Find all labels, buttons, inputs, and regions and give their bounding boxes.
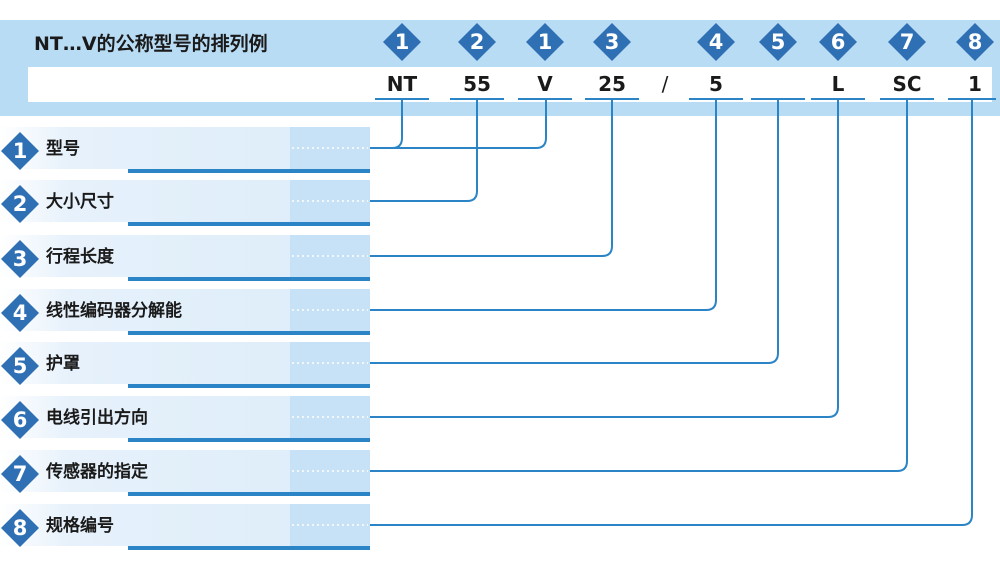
code-size: 55 <box>463 72 491 96</box>
item-row-cable-direction <box>0 396 290 438</box>
item-label-model: 型号 <box>46 139 80 159</box>
code-diamond-1b: 1 <box>525 22 565 62</box>
item-row-underline <box>128 277 370 281</box>
code-diamond-7: 7 <box>887 22 927 62</box>
code-sensor: SC <box>892 72 922 96</box>
item-diamond-3: 3 <box>0 239 40 279</box>
item-diamond-5: 5 <box>0 346 40 386</box>
item-row-underline <box>128 492 370 496</box>
item-label-sensor: 传感器的指定 <box>46 462 148 482</box>
code-underline <box>948 98 996 100</box>
item-label-encoder: 线性编码器分解能 <box>46 301 182 321</box>
code-diamond-8: 8 <box>955 22 995 62</box>
item-row-encoder <box>0 289 290 331</box>
code-strip <box>28 67 992 102</box>
code-diamond-3: 3 <box>592 22 632 62</box>
item-diamond-7: 7 <box>0 454 40 494</box>
code-underline <box>585 98 639 100</box>
item-diamond-2: 2 <box>0 184 40 224</box>
item-diamond-1: 1 <box>0 131 40 171</box>
code-diamond-6: 6 <box>818 22 858 62</box>
item-label-cable-direction: 电线引出方向 <box>46 408 148 428</box>
code-diamond-1: 1 <box>382 22 422 62</box>
item-label-size: 大小尺寸 <box>46 192 114 212</box>
code-stroke: 25 <box>598 72 626 96</box>
item-row-underline <box>128 169 370 173</box>
code-model-suffix: V <box>537 72 553 96</box>
code-underline <box>689 98 743 100</box>
item-row-model <box>0 127 290 169</box>
item-row-stroke <box>0 235 290 277</box>
diagram-title: NT…V的公称型号的排列例 <box>34 33 268 55</box>
code-diamond-5: 5 <box>758 22 798 62</box>
item-label-spec: 规格编号 <box>46 516 114 536</box>
code-diamond-2: 2 <box>457 22 497 62</box>
code-underline <box>880 98 934 100</box>
item-row-underline <box>128 438 370 442</box>
item-row-underline <box>128 222 370 226</box>
code-encoder: 5 <box>709 72 723 96</box>
item-row-sensor <box>0 450 290 492</box>
code-underline <box>375 98 429 100</box>
code-underline <box>811 98 865 100</box>
item-diamond-8: 8 <box>0 508 40 548</box>
code-underline <box>450 98 504 100</box>
code-spec: 1 <box>968 72 982 96</box>
item-diamond-4: 4 <box>0 293 40 333</box>
item-row-underline <box>128 384 370 388</box>
code-underline <box>751 98 805 100</box>
code-cable-direction: L <box>831 72 845 96</box>
item-label-cover: 护罩 <box>46 354 80 374</box>
code-separator: / <box>661 72 669 96</box>
item-row-spec <box>0 504 290 546</box>
item-diamond-6: 6 <box>0 400 40 440</box>
item-row-cover <box>0 342 290 384</box>
code-diamond-4: 4 <box>696 22 736 62</box>
code-model: NT <box>386 72 418 96</box>
item-label-stroke: 行程长度 <box>46 247 114 267</box>
item-row-underline <box>128 331 370 335</box>
code-underline <box>518 98 572 100</box>
item-row-underline <box>128 546 370 550</box>
item-row-size <box>0 180 290 222</box>
